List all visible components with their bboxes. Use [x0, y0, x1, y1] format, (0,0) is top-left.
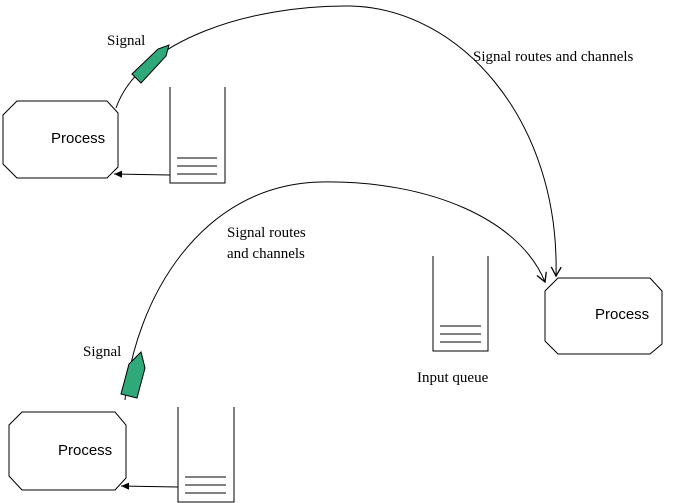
- process-top-left-box: [2, 100, 119, 179]
- routes-bottom-label-line1: Signal routes: [227, 225, 306, 241]
- queue-top-left-to-process-arrow: [113, 170, 171, 178]
- routes-top-label: Signal routes and channels: [473, 49, 634, 65]
- input-queue: [432, 256, 489, 352]
- signal-bottom-icon: [120, 351, 146, 399]
- process-right-label: Process: [595, 306, 649, 323]
- queue-bottom-left: [177, 407, 235, 503]
- process-bottom-left-box: [8, 411, 127, 491]
- signal-route-bottom-curve: [124, 181, 547, 401]
- process-bottom-left-label: Process: [58, 442, 112, 459]
- routes-bottom-label-line2: and channels: [227, 246, 305, 262]
- signal-route-top-curve: [115, 5, 562, 278]
- input-queue-label: Input queue: [417, 370, 489, 386]
- queue-bottom-left-to-process-arrow: [120, 482, 179, 490]
- process-right-box: [544, 277, 663, 355]
- queue-top-left: [169, 87, 226, 184]
- process-top-left-label: Process: [51, 130, 105, 147]
- signal-bottom-label: Signal: [83, 344, 121, 360]
- signal-top-label: Signal: [107, 33, 145, 49]
- signal-top-icon: [131, 44, 170, 84]
